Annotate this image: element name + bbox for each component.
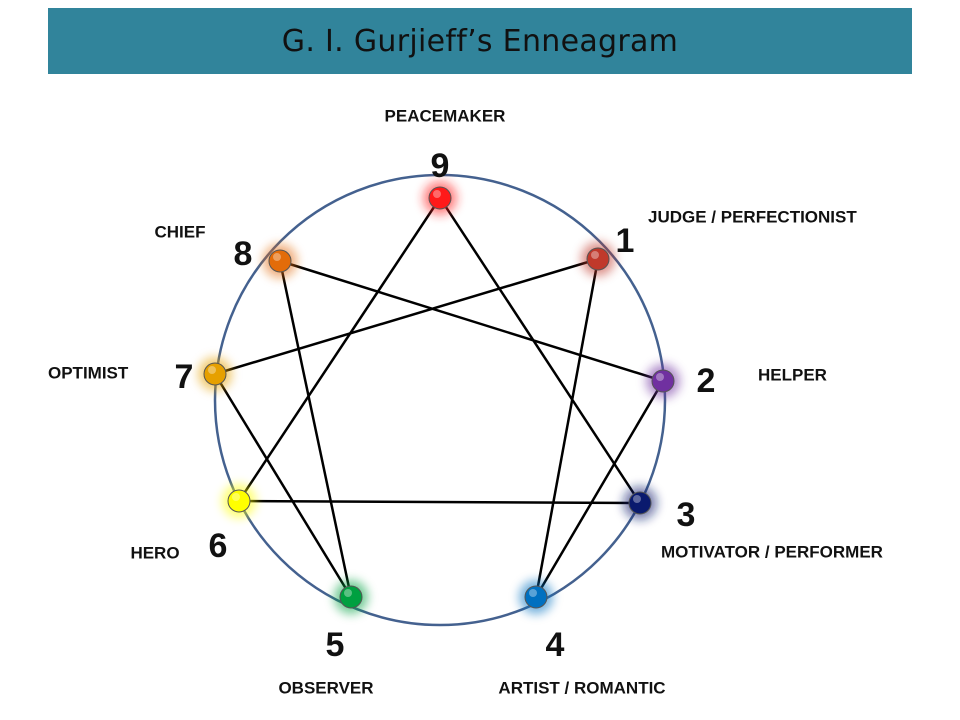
point-marker-7	[203, 362, 227, 386]
connection-line-4-2	[534, 380, 665, 598]
connection-line-1-4	[534, 258, 600, 598]
page-title: G. I. Gurjieff’s Enneagram	[281, 23, 679, 59]
point-highlight-4	[529, 589, 537, 597]
point-number-6: 6	[209, 527, 228, 565]
point-label-6: HERO	[130, 543, 179, 562]
point-marker-4	[524, 585, 548, 609]
point-label-8: CHIEF	[155, 222, 206, 241]
point-marker-1	[586, 247, 610, 271]
point-marker-8	[268, 249, 292, 273]
point-label-7: OPTIMIST	[48, 363, 129, 382]
point-marker-2	[651, 369, 675, 393]
connection-lines	[213, 197, 665, 598]
point-markers	[198, 181, 680, 614]
connection-line-8-5	[278, 260, 353, 598]
enneagram-circle	[213, 173, 667, 627]
point-highlight-1	[591, 251, 599, 259]
point-label-3: MOTIVATOR / PERFORMER	[661, 542, 883, 561]
point-number-1: 1	[616, 222, 635, 260]
connection-line-7-1	[214, 257, 599, 376]
point-label-9: PEACEMAKER	[385, 106, 506, 125]
point-highlight-9	[433, 190, 441, 198]
title-bar: G. I. Gurjieff’s Enneagram	[48, 8, 912, 74]
point-highlight-7	[208, 366, 216, 374]
point-number-4: 4	[546, 626, 565, 664]
point-marker-5	[339, 585, 363, 609]
point-number-2: 2	[697, 362, 716, 400]
point-label-1: JUDGE / PERFECTIONIST	[648, 207, 857, 226]
point-labels: 9 PEACEMAKER 1 JUDGE / PERFECTIONIST 2 HELPER…	[48, 106, 883, 697]
connection-line-6-9	[237, 197, 442, 502]
point-label-4: ARTIST / ROMANTIC	[498, 678, 665, 697]
point-highlight-6	[232, 493, 240, 501]
point-label-5: OBSERVER	[278, 678, 373, 697]
point-marker-6	[227, 489, 251, 513]
point-number-3: 3	[677, 496, 696, 534]
point-highlight-2	[656, 373, 664, 381]
connection-line-3-6	[238, 499, 641, 505]
point-marker-3	[628, 491, 652, 515]
point-label-2: HELPER	[758, 365, 827, 384]
point-highlight-8	[273, 253, 281, 261]
point-highlight-3	[633, 495, 641, 503]
point-number-8: 8	[234, 235, 253, 273]
connection-line-9-3	[438, 197, 642, 504]
point-number-7: 7	[175, 358, 194, 396]
point-number-5: 5	[326, 626, 345, 664]
point-marker-9	[428, 186, 452, 210]
connection-line-5-7	[213, 373, 353, 598]
point-number-9: 9	[431, 147, 450, 185]
point-highlight-5	[344, 589, 352, 597]
connection-line-2-8	[279, 259, 664, 383]
